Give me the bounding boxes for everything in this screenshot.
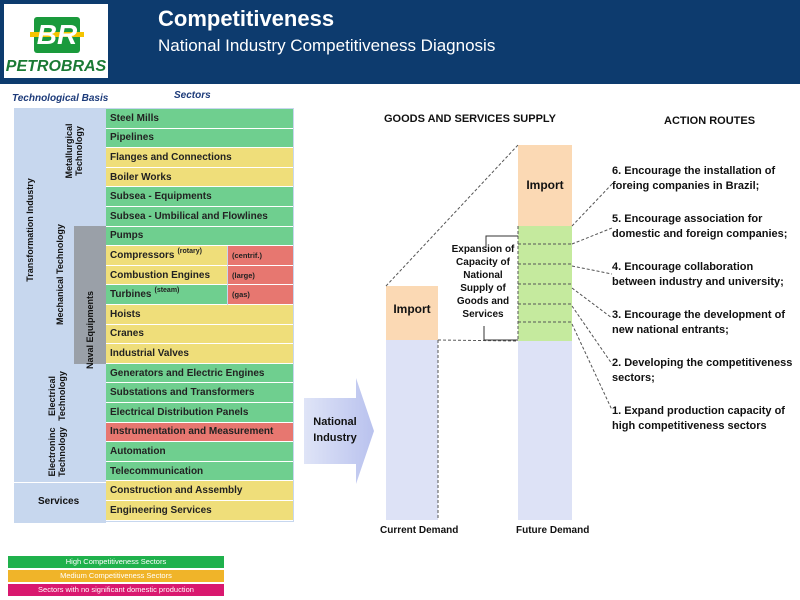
current-national-segment [386, 340, 438, 520]
sector-row: Electrical Distribution Panels [106, 403, 293, 423]
sector-note: (rotary) [177, 248, 202, 256]
sector-row: Engineering Services [106, 501, 293, 521]
legend-high: High Competitiveness Sectors [8, 556, 224, 568]
sector-row: Pumps [106, 226, 293, 247]
sector-row: Instrumentation and Measurement [106, 422, 293, 443]
page-title: Competitiveness [158, 6, 335, 31]
expansion-label: Expansion of Capacity of National Supply… [451, 244, 515, 320]
route-3: 3. Encourage the development of new nati… [612, 309, 785, 336]
header-bar: BR PETROBRAS Competitiveness National In… [0, 0, 800, 84]
sector-row: Cranes [106, 324, 293, 345]
legend-none: Sectors with no significant domestic pro… [8, 584, 224, 596]
national-industry-label: National Industry [313, 416, 357, 444]
sector-row: Automation [106, 442, 293, 462]
sector-label: Construction and Assembly [110, 485, 243, 497]
br-logo-letters: BR [36, 19, 78, 50]
sector-label: Subsea - Umbilical and Flowlines [110, 210, 268, 222]
action-routes-title: ACTION ROUTES [664, 115, 756, 127]
sector-row: Flanges and Connections [106, 148, 293, 168]
br-logo-badge: BR [30, 17, 84, 53]
sector-label: Subsea - Equipments [110, 191, 212, 203]
services-block [14, 482, 106, 523]
naval-equipments-block [74, 226, 106, 364]
technological-basis-header: Technological Basis [12, 93, 109, 104]
future-national-segment [518, 341, 572, 520]
sectors-header: Sectors [174, 90, 211, 101]
sector-split-cell: (centrif.) [228, 246, 293, 266]
sector-row: Turbines(steam) [106, 285, 227, 305]
sector-row: Steel Mills [106, 109, 293, 129]
future-import-segment [518, 145, 572, 226]
sector-label: Boiler Works [110, 171, 172, 183]
sector-row: Boiler Works [106, 167, 293, 188]
sector-label: Substations and Transformers [110, 387, 255, 399]
sector-row: Compressors(rotary) [106, 246, 227, 266]
sector-label: Generators and Electric Engines [110, 367, 265, 379]
sector-row: Combustion Engines [106, 265, 227, 286]
sector-row: Subsea - Equipments [106, 187, 293, 207]
route-6: 6. Encourage the installation of foreing… [612, 165, 776, 192]
sector-label: Combustion Engines [110, 269, 210, 281]
sector-label: Steel Mills [110, 112, 159, 124]
sector-row: Construction and Assembly [106, 481, 293, 501]
sector-row: Industrial Valves [106, 344, 293, 364]
sector-label: Instrumentation and Measurement [110, 426, 274, 438]
sector-label: Hoists [110, 308, 141, 320]
future-demand-label: Future Demand [516, 525, 590, 536]
current-demand-label: Current Demand [380, 525, 459, 536]
sector-label: Telecommunication [110, 465, 204, 477]
page-subtitle: National Industry Competitiveness Diagno… [158, 36, 496, 55]
sector-row: Pipelines [106, 128, 293, 149]
route-1: 1. Expand production capacity of high co… [612, 405, 785, 432]
sector-row: Telecommunication [106, 461, 293, 482]
br-logo-stripe [30, 32, 84, 37]
sector-label: Flanges and Connections [110, 151, 232, 163]
sector-label: Pumps [110, 230, 144, 242]
petrobras-logo: BR PETROBRAS [4, 4, 108, 78]
sector-label: Pipelines [110, 132, 154, 144]
sector-note: (steam) [154, 287, 180, 295]
sector-label: Cranes [110, 328, 144, 340]
sector-split-cell: (large) [228, 265, 293, 286]
route-4: 4. Encourage collaboration between indus… [612, 261, 784, 288]
sector-label: Compressors [110, 249, 175, 261]
sector-label: Electrical Distribution Panels [110, 406, 249, 418]
logo-wordmark: PETROBRAS [5, 58, 107, 75]
current-import-label: Import [393, 302, 431, 316]
sector-row: Generators and Electric Engines [106, 363, 293, 384]
future-import-label: Import [526, 178, 564, 192]
sector-row: Subsea - Umbilical and Flowlines [106, 207, 293, 227]
services-label: Services [38, 496, 80, 507]
current-import-segment [386, 286, 438, 340]
sector-row: Hoists [106, 305, 293, 325]
sector-label: Automation [110, 445, 166, 457]
legend-medium: Medium Competitiveness Sectors [8, 570, 224, 582]
route-2: 2. Developing the competitiveness sector… [612, 357, 793, 384]
sector-label: Industrial Valves [110, 347, 189, 359]
sector-label: Engineering Services [110, 504, 212, 516]
sector-split-cell: (gas) [228, 285, 293, 305]
national-industry-arrow [304, 378, 374, 484]
supply-title: GOODS AND SERVICES SUPPLY [384, 113, 556, 125]
sector-row: Substations and Transformers [106, 383, 293, 403]
sector-label: Turbines [110, 289, 152, 301]
route-5: 5. Encourage association for domestic an… [612, 213, 788, 240]
